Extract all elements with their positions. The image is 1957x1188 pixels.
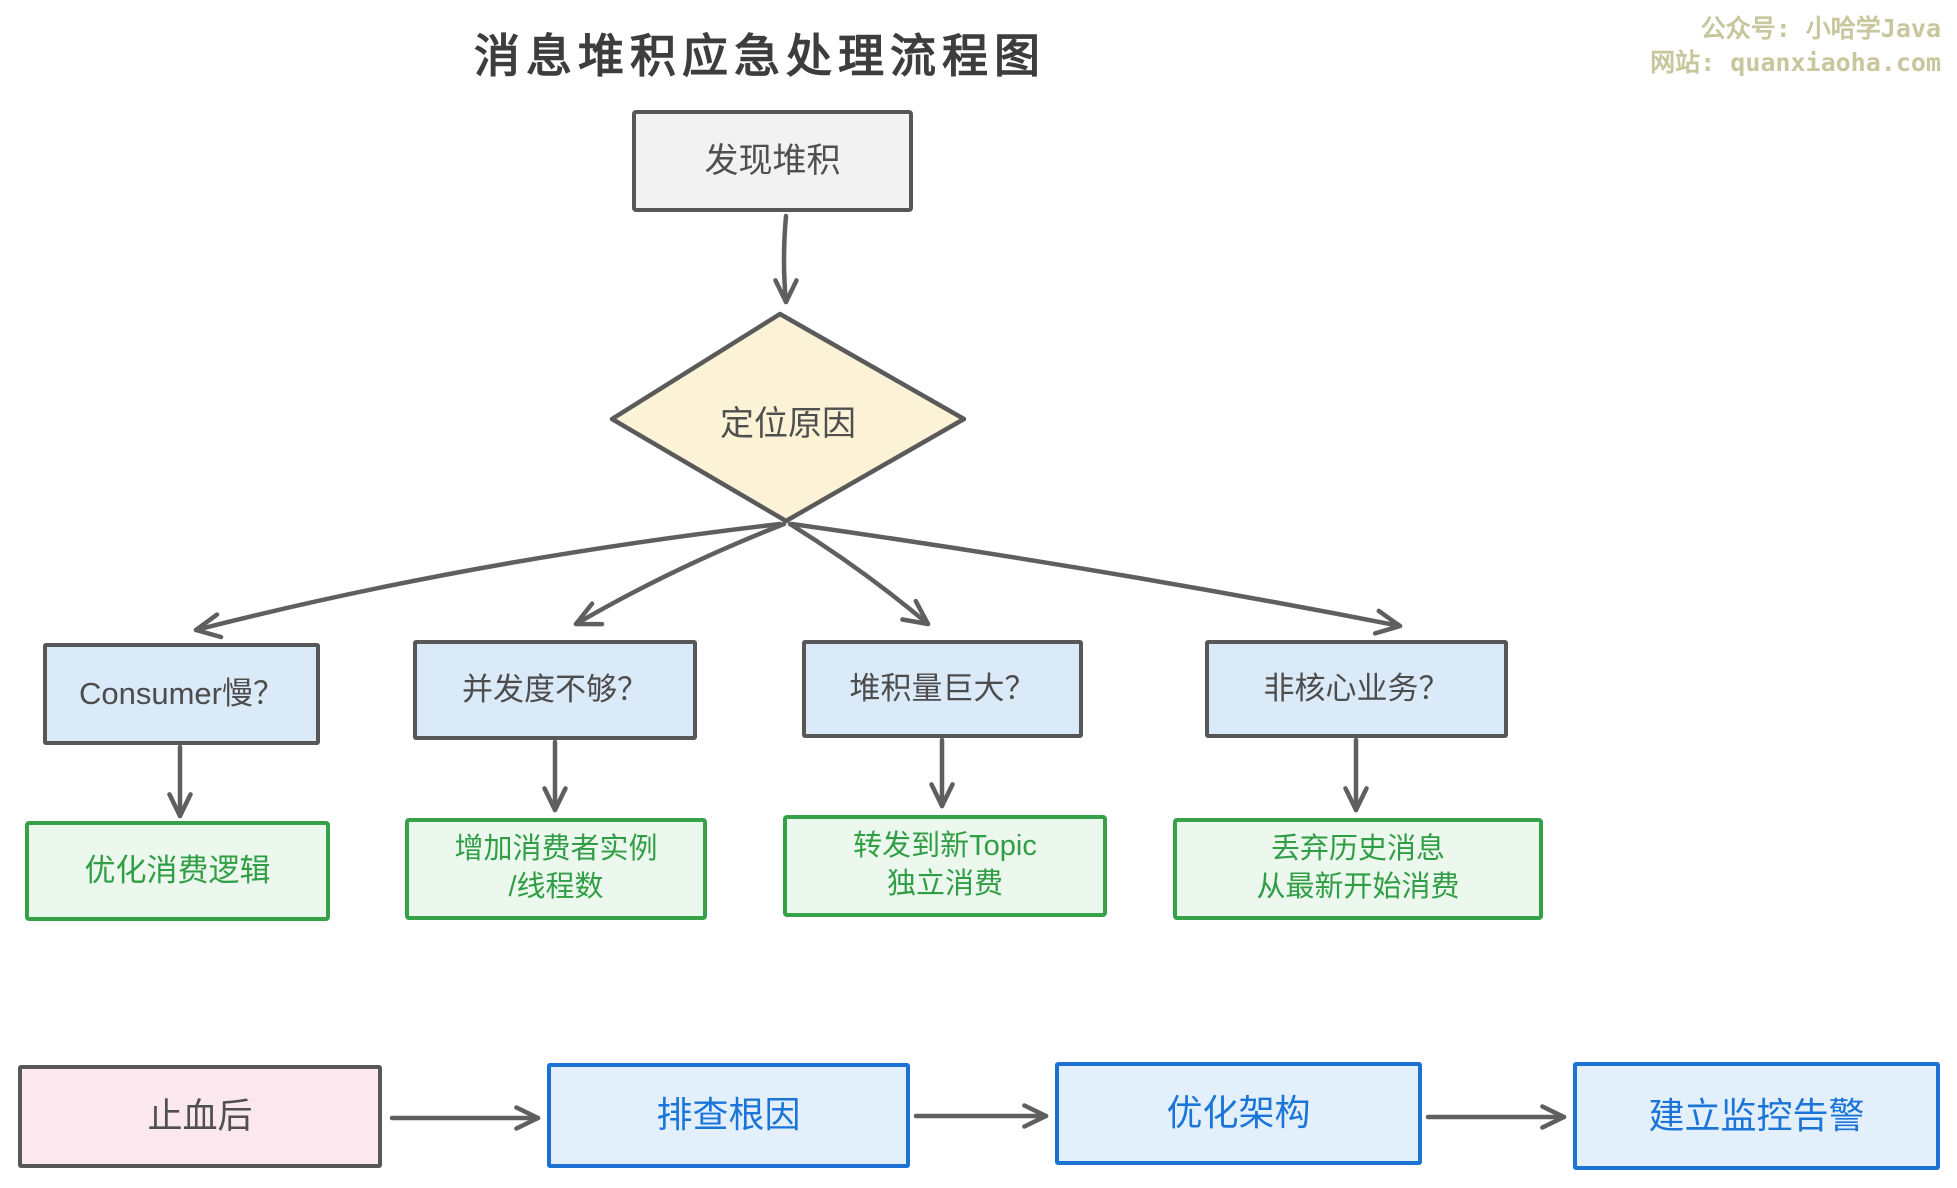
followup-label: 建立监控告警 <box>1648 1094 1865 1136</box>
followup-node-monitoring-alerts: 建立监控告警 <box>1573 1062 1940 1170</box>
action-line: 增加消费者实例 <box>454 833 658 866</box>
action-line: 独立消费 <box>886 868 1003 900</box>
followup-node-after-stop-bleeding: 止血后 <box>18 1065 382 1168</box>
cause-label: 并发度不够？ <box>462 671 648 707</box>
followup-label: 优化架构 <box>1166 1092 1311 1134</box>
cause-label: Consumer慢？ <box>79 675 284 711</box>
arrow-decision-to-cause-2 <box>573 521 787 627</box>
action-line: 转发到新Topic <box>853 830 1037 863</box>
arrow-stopbleed-to-rootcause <box>389 1105 541 1131</box>
followup-label: 止血后 <box>147 1096 253 1136</box>
followup-label: 排查根因 <box>656 1094 801 1136</box>
action-node-discard-history: 丢弃历史消息 从最新开始消费 <box>1173 818 1543 920</box>
cause-label: 堆积量巨大？ <box>849 670 1036 706</box>
start-node: 发现堆积 <box>632 110 913 212</box>
cause-node-consumer-slow: Consumer慢？ <box>43 643 320 745</box>
action-line: /线程数 <box>508 871 604 903</box>
action-line: 丢弃历史消息 <box>1270 833 1445 866</box>
action-node-add-consumers: 增加消费者实例 /线程数 <box>405 818 707 920</box>
cause-node-low-concurrency: 并发度不够？ <box>413 640 697 740</box>
arrow-cause2-to-action2 <box>542 739 568 813</box>
arrow-architecture-to-monitoring <box>1425 1104 1567 1130</box>
arrow-start-to-decision <box>773 213 799 305</box>
arrow-decision-to-cause-4 <box>789 521 1403 636</box>
action-node-optimize-consume-logic: 优化消费逻辑 <box>25 821 330 921</box>
arrow-cause4-to-action4 <box>1343 737 1369 813</box>
cause-node-huge-backlog: 堆积量巨大？ <box>802 640 1083 738</box>
action-line: 从最新开始消费 <box>1256 871 1460 903</box>
followup-node-root-cause: 排查根因 <box>547 1063 910 1168</box>
arrow-cause3-to-action3 <box>929 737 955 809</box>
watermark-site: 网站: quanxiaoha.com <box>1650 47 1941 77</box>
action-node-forward-new-topic: 转发到新Topic 独立消费 <box>783 815 1107 917</box>
page-title: 消息堆积应急处理流程图 <box>474 30 1046 82</box>
arrow-rootcause-to-architecture <box>913 1103 1049 1129</box>
decision-diamond-shape <box>609 311 967 524</box>
arrow-decision-to-cause-1 <box>193 521 783 640</box>
cause-node-non-core-business: 非核心业务？ <box>1205 640 1508 738</box>
followup-node-optimize-architecture: 优化架构 <box>1055 1062 1422 1165</box>
cause-label: 非核心业务？ <box>1263 670 1450 706</box>
arrow-cause1-to-action1 <box>167 744 193 819</box>
start-node-label: 发现堆积 <box>704 141 841 180</box>
action-line: 优化消费逻辑 <box>84 852 271 888</box>
arrow-decision-to-cause-3 <box>787 521 931 627</box>
watermark-account: 公众号: 小哈学Java <box>1700 14 1941 43</box>
decision-node-label: 定位原因 <box>720 404 856 443</box>
watermark: 公众号: 小哈学Java 网站: quanxiaoha.com <box>1650 12 1941 80</box>
